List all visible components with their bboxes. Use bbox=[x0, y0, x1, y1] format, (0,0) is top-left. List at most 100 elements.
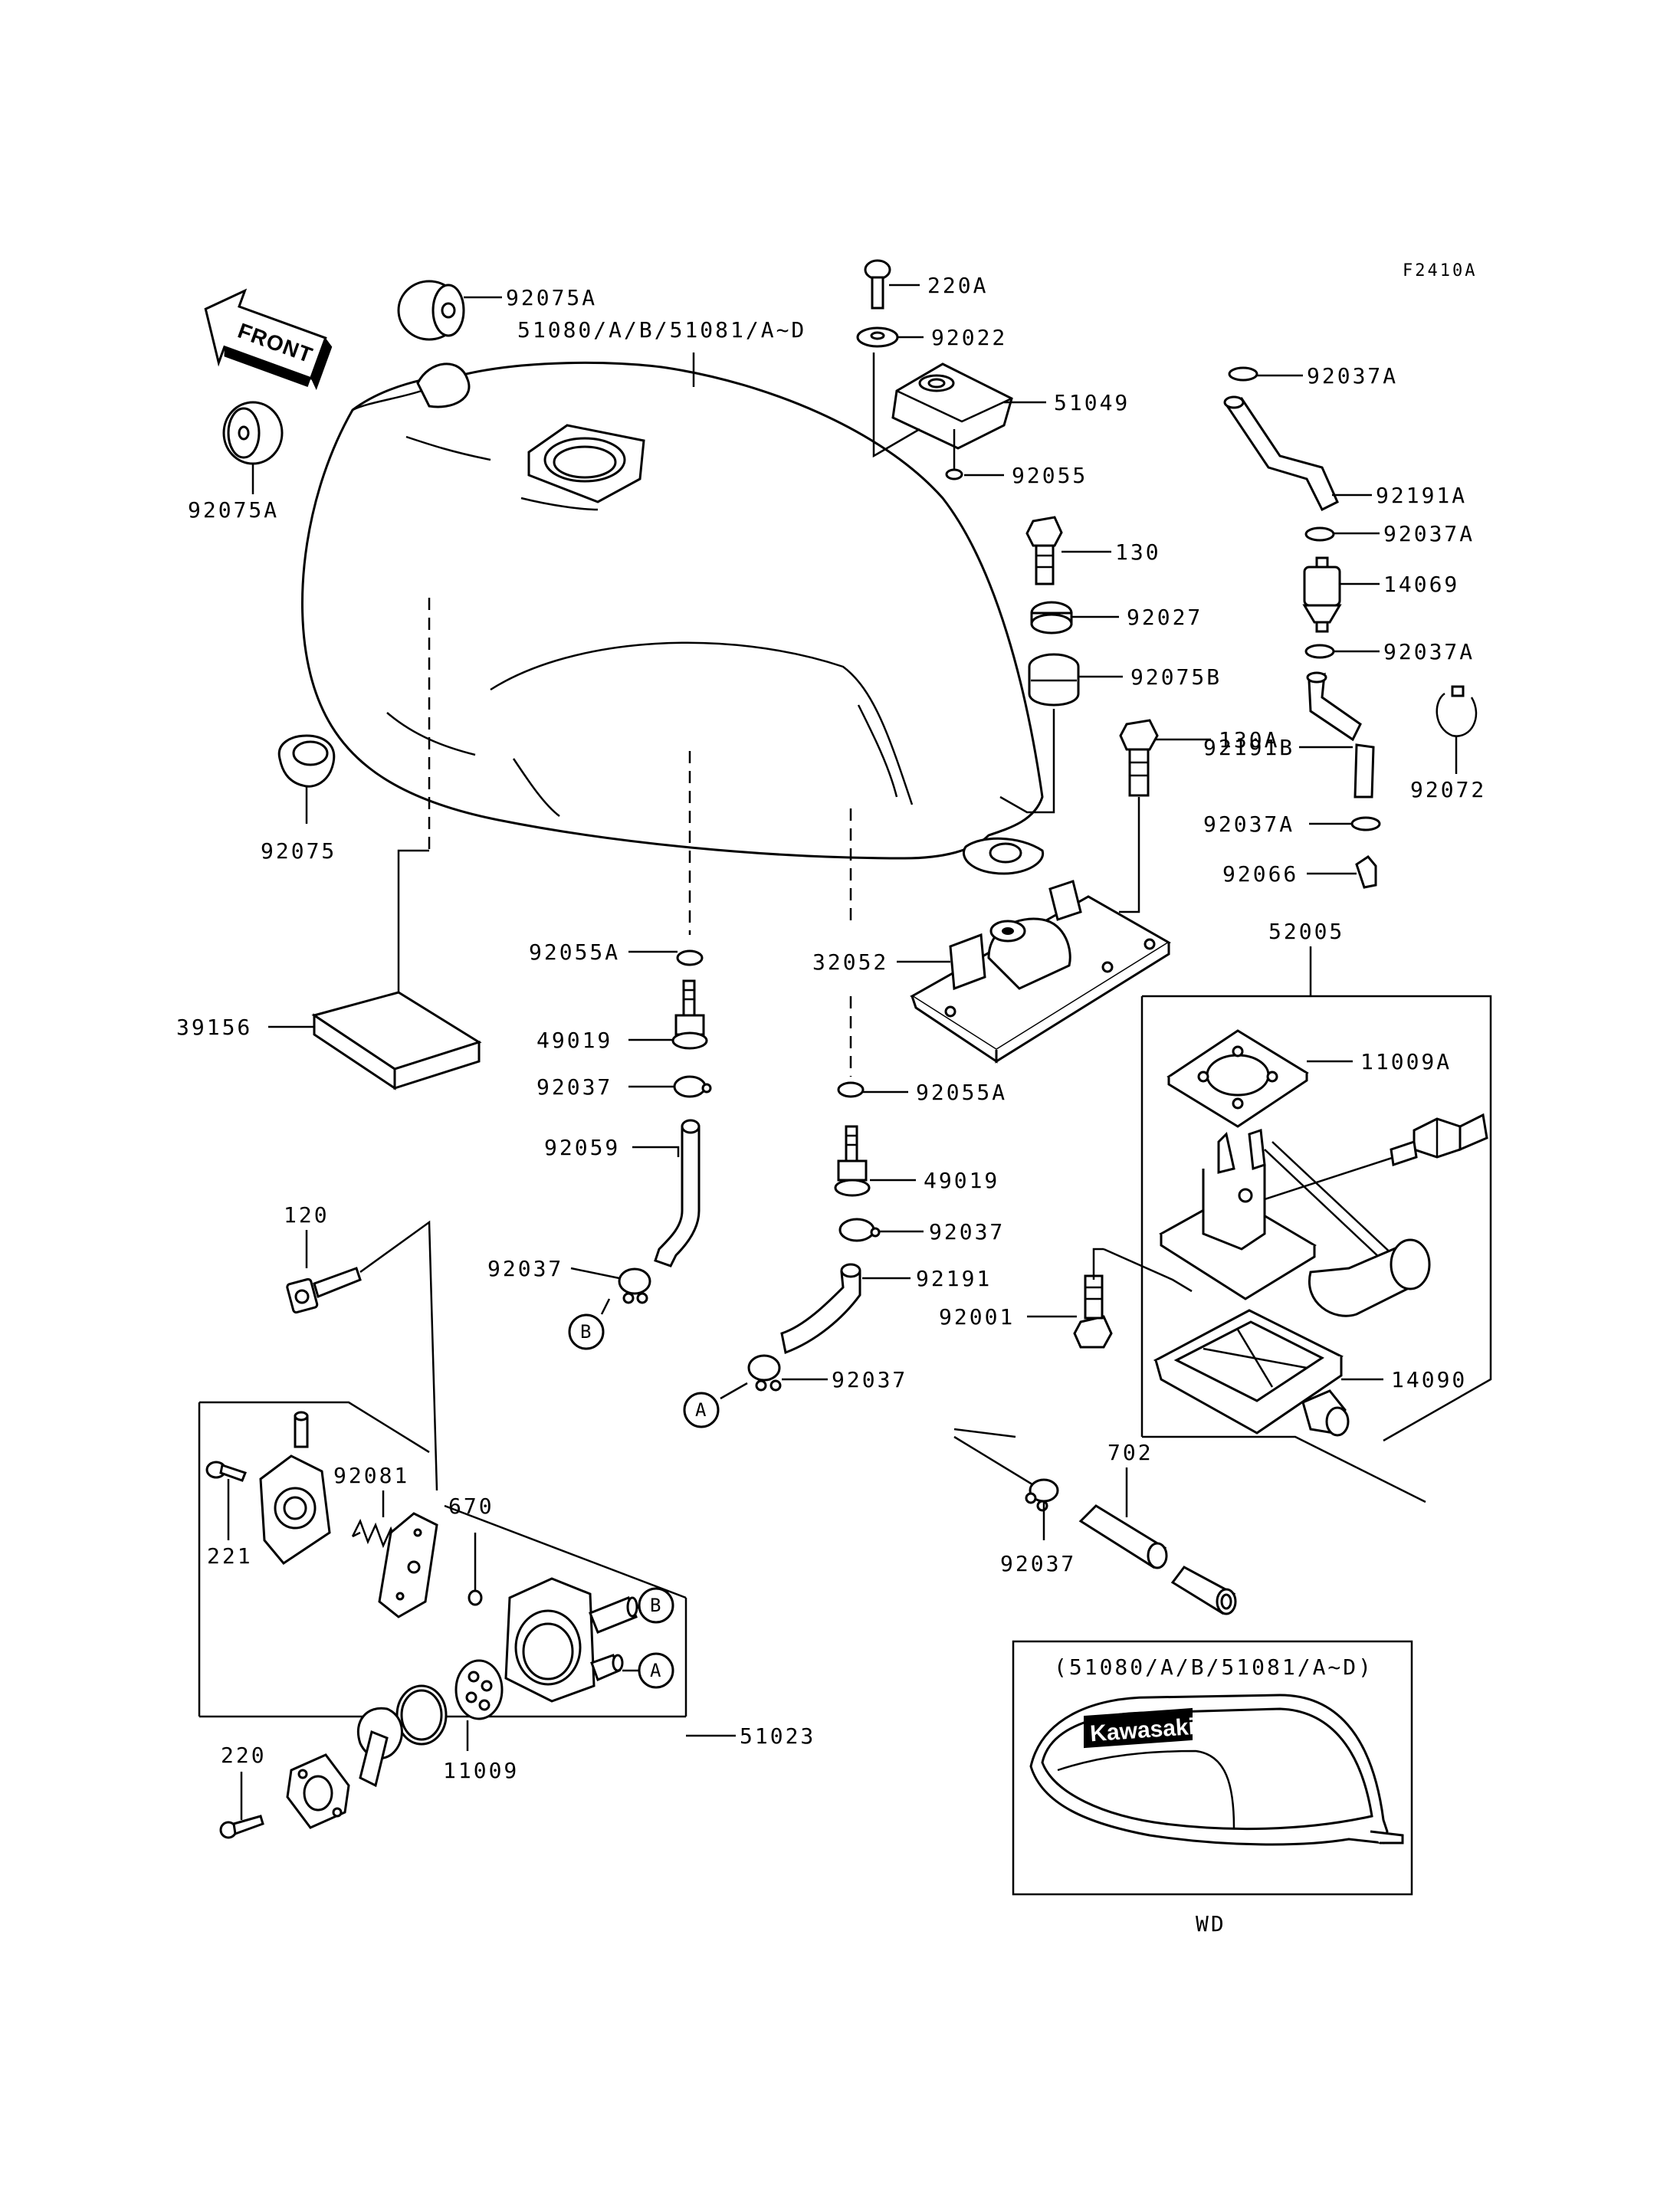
bolt-92001-part bbox=[1073, 1274, 1113, 1349]
label-92037A-1: 92037A bbox=[1307, 363, 1398, 389]
clip-92037A-4-part bbox=[1350, 816, 1381, 831]
label-92075B: 92075B bbox=[1130, 664, 1222, 690]
label-92059: 92059 bbox=[544, 1135, 620, 1160]
circle-b-left: B bbox=[580, 1321, 591, 1343]
damper-left-part bbox=[222, 401, 284, 465]
oring-large-part bbox=[395, 1684, 448, 1746]
label-92191B: 92191B bbox=[1203, 735, 1294, 760]
label-130A: 130A bbox=[1219, 727, 1279, 753]
lever-plate-part bbox=[286, 1753, 350, 1829]
bolt-120-part bbox=[286, 1267, 362, 1314]
washer-92022-part bbox=[856, 326, 899, 348]
hose-92191-part bbox=[780, 1263, 861, 1355]
bracket-32052-part bbox=[910, 880, 1171, 1064]
grommet-92075-part bbox=[277, 734, 336, 788]
circle-b-marker-box bbox=[638, 1587, 674, 1624]
label-92055A-left: 92055A bbox=[529, 939, 620, 965]
tap-lever-part bbox=[356, 1707, 403, 1788]
label-92027: 92027 bbox=[1127, 605, 1203, 630]
label-92037-right: 92037 bbox=[929, 1219, 1005, 1244]
cap-51049-part bbox=[891, 362, 1013, 450]
label-92022: 92022 bbox=[931, 325, 1007, 350]
label-220: 220 bbox=[221, 1743, 267, 1768]
bolt-130A-part bbox=[1119, 719, 1159, 797]
fuel-gauge-sender-part bbox=[1159, 1113, 1488, 1317]
diaphragm-plate-part bbox=[378, 1512, 438, 1618]
label-92037A-4: 92037A bbox=[1203, 812, 1294, 837]
box-51023 bbox=[199, 1401, 430, 1454]
hose-92059-part bbox=[654, 1119, 701, 1267]
gasket-11009A-part bbox=[1166, 1029, 1309, 1128]
circle-b-marker-left bbox=[568, 1313, 605, 1350]
label-51080: 51080/A/B/51081/A~D bbox=[517, 317, 806, 343]
label-39156: 39156 bbox=[176, 1015, 252, 1040]
screw-221-part bbox=[205, 1461, 247, 1482]
clip-92037-left-part bbox=[673, 1075, 712, 1098]
filter-14090-part bbox=[1153, 1309, 1350, 1437]
box-52005 bbox=[1142, 995, 1492, 1442]
hose-702-part bbox=[1078, 1504, 1237, 1615]
label-92075A-left: 92075A bbox=[188, 497, 279, 523]
label-92037-bottom: 92037 bbox=[1000, 1551, 1076, 1576]
band-92072-part bbox=[1436, 685, 1478, 737]
label-92075A-top: 92075A bbox=[506, 285, 597, 310]
circle-a-top: A bbox=[695, 1399, 707, 1421]
tap-body-part bbox=[504, 1577, 638, 1703]
pad-39156-part bbox=[311, 991, 482, 1090]
oring-92055A-right-part bbox=[837, 1081, 865, 1098]
filter-14069-part bbox=[1302, 556, 1342, 633]
label-92037-left: 92037 bbox=[536, 1074, 612, 1100]
clip-92037A-1-part bbox=[1228, 366, 1258, 382]
damper-92075B-part bbox=[1028, 653, 1080, 707]
inset-footer: WD bbox=[1196, 1911, 1226, 1936]
label-92075: 92075 bbox=[261, 838, 336, 864]
label-92037A-3: 92037A bbox=[1383, 639, 1475, 664]
oring-92055A-left-part bbox=[676, 949, 704, 966]
label-220A: 220A bbox=[927, 273, 988, 298]
label-51049: 51049 bbox=[1054, 390, 1130, 415]
circle-b-box: B bbox=[650, 1595, 661, 1616]
decal-inset-frame bbox=[1012, 1640, 1413, 1896]
oring-92055-part bbox=[945, 468, 963, 480]
tap-49019-right-part bbox=[834, 1125, 871, 1197]
label-92191A: 92191A bbox=[1376, 483, 1467, 508]
fitting-92066-part bbox=[1355, 855, 1377, 889]
figure-code: F2410A bbox=[1403, 261, 1477, 280]
oring-670-part bbox=[468, 1589, 483, 1606]
tap-49019-left-part bbox=[671, 979, 708, 1050]
front-arrow: FRONT bbox=[204, 288, 333, 391]
label-130: 130 bbox=[1115, 539, 1161, 565]
fuel-tank-part bbox=[301, 361, 1045, 875]
label-32052: 32052 bbox=[812, 949, 888, 975]
label-92055: 92055 bbox=[1012, 463, 1088, 488]
label-92191: 92191 bbox=[916, 1266, 992, 1291]
label-52005: 52005 bbox=[1268, 919, 1344, 944]
gasket-11009-part bbox=[454, 1659, 504, 1720]
circle-a-box: A bbox=[650, 1660, 661, 1681]
clip-92037A-3-part bbox=[1304, 644, 1335, 659]
damper-top-part bbox=[397, 280, 465, 341]
label-92037A-2: 92037A bbox=[1383, 521, 1475, 546]
label-11009: 11009 bbox=[443, 1758, 519, 1783]
inset-caption: (51080/A/B/51081/A~D) bbox=[1054, 1654, 1373, 1680]
label-92037-lower-left: 92037 bbox=[487, 1256, 563, 1281]
tap-cover-plate-part bbox=[259, 1411, 331, 1565]
screw-220A-part bbox=[864, 259, 891, 310]
label-120: 120 bbox=[284, 1202, 330, 1228]
label-51023: 51023 bbox=[740, 1723, 815, 1749]
clip-92037-right-part bbox=[838, 1218, 881, 1242]
clip-92037-bottom-part bbox=[1025, 1478, 1059, 1512]
label-14069: 14069 bbox=[1383, 572, 1459, 597]
tank-decal-part: Kawasaki bbox=[1029, 1694, 1404, 1846]
label-92081: 92081 bbox=[333, 1463, 409, 1488]
screw-220-part bbox=[219, 1815, 264, 1839]
label-49019-right: 49019 bbox=[924, 1168, 999, 1193]
clip-92037-lower-right-part bbox=[747, 1354, 782, 1392]
collar-92027-part bbox=[1030, 601, 1073, 635]
label-92055A-right: 92055A bbox=[916, 1080, 1007, 1105]
label-92066: 92066 bbox=[1222, 861, 1298, 887]
label-11009A: 11009A bbox=[1360, 1049, 1452, 1074]
label-221: 221 bbox=[207, 1543, 253, 1569]
label-92001: 92001 bbox=[939, 1304, 1015, 1330]
